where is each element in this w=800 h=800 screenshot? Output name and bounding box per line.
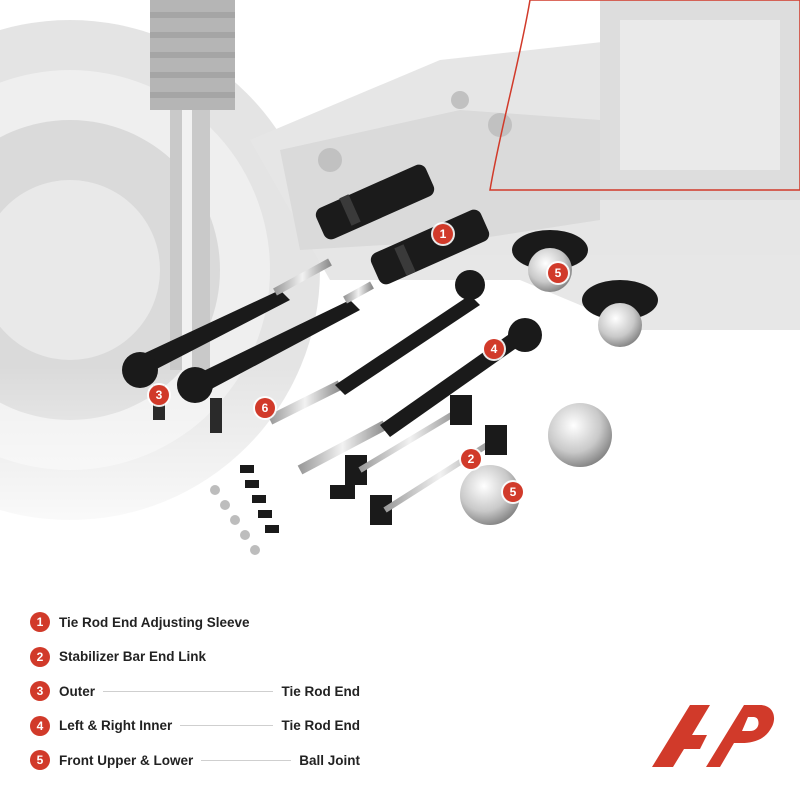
product-photo: 1 2 3 4 5 5 6 bbox=[0, 0, 800, 590]
legend-number: 3 bbox=[30, 681, 50, 702]
legend-number: 4 bbox=[30, 715, 50, 736]
marker-4: 4 bbox=[484, 339, 504, 359]
legend-part-type: Tie Rod End bbox=[281, 683, 360, 699]
legend-number: 2 bbox=[30, 646, 50, 667]
inner-tie-rod-ends bbox=[267, 270, 542, 475]
legend-part-type: Ball Joint bbox=[299, 752, 360, 768]
marker-2: 2 bbox=[461, 449, 481, 469]
marker-5-lower: 5 bbox=[503, 482, 523, 502]
parts-legend: 1 Tie Rod End Adjusting Sleeve 2 Stabili… bbox=[30, 605, 360, 778]
suspension-kit-illustration bbox=[0, 0, 800, 590]
legend-part-type: Tie Rod End bbox=[281, 718, 360, 734]
legend-label: Tie Rod End Adjusting Sleeve bbox=[59, 614, 250, 630]
ball-joints bbox=[460, 230, 658, 525]
legend-label: Left & Right Inner bbox=[59, 718, 173, 734]
legend-label: Outer bbox=[59, 683, 96, 699]
leader-line bbox=[201, 759, 292, 761]
bolt-set bbox=[210, 465, 279, 555]
adjusting-sleeve-1 bbox=[315, 164, 490, 285]
legend-number: 1 bbox=[30, 612, 50, 633]
legend-label: Stabilizer Bar End Link bbox=[59, 649, 207, 665]
marker-1: 1 bbox=[433, 224, 453, 244]
legend-number: 5 bbox=[30, 750, 50, 771]
legend-item: 5 Front Upper & Lower Ball Joint bbox=[30, 743, 360, 778]
marker-3: 3 bbox=[149, 385, 169, 405]
legend-item: 1 Tie Rod End Adjusting Sleeve bbox=[30, 605, 360, 640]
stabilizer-links bbox=[330, 395, 507, 525]
marker-5-upper: 5 bbox=[548, 263, 568, 283]
leader-line bbox=[103, 690, 274, 692]
legend-item: 2 Stabilizer Bar End Link bbox=[30, 640, 360, 675]
leader-line bbox=[180, 725, 274, 727]
a-premium-logo-icon bbox=[652, 705, 775, 767]
brand-logo bbox=[652, 705, 776, 767]
legend-item: 4 Left & Right Inner Tie Rod End bbox=[30, 709, 360, 744]
legend-label: Front Upper & Lower bbox=[59, 752, 194, 768]
outer-tie-rod-ends bbox=[122, 258, 374, 433]
marker-6: 6 bbox=[255, 398, 275, 418]
legend-item: 3 Outer Tie Rod End bbox=[30, 674, 360, 709]
